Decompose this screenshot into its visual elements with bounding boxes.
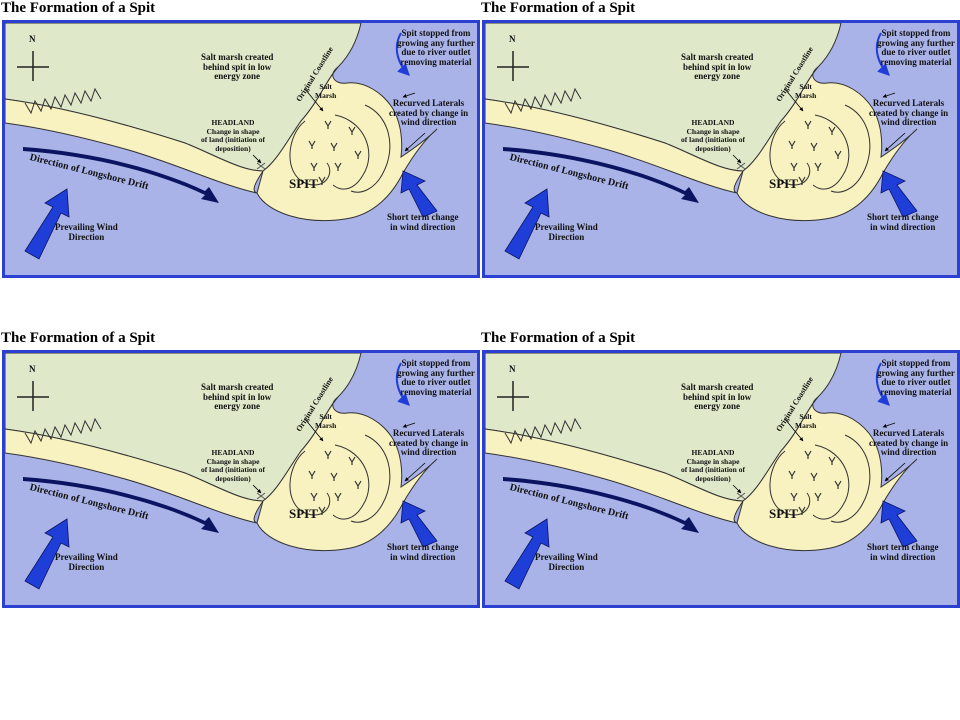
spit-diagram: N Salt marsh created behind spit in low … <box>482 350 960 608</box>
spit-body <box>736 66 918 222</box>
panel-title: The Formation of a Spit <box>1 0 156 16</box>
short-term-change-label: Short term change in wind direction <box>867 542 939 562</box>
marsh-plant-icon <box>308 450 362 515</box>
compass-icon <box>17 381 49 411</box>
prevailing-wind-label: Prevailing Wind Direction <box>535 552 598 572</box>
wind-arrow-icon <box>880 500 918 548</box>
spit-label: SPIT <box>289 176 318 191</box>
marsh-plant-icon <box>788 450 842 515</box>
spit-diagram-svg <box>5 23 477 275</box>
headland-marker <box>256 162 266 170</box>
recurved-laterals-label: Recurved Laterals created by change in w… <box>389 98 469 127</box>
short-term-change-label: Short term change in wind direction <box>387 542 459 562</box>
spit-panel: The Formation of a Spit <box>0 330 480 610</box>
river-arrow <box>395 362 410 406</box>
spit-stopped-label: Spit stopped from growing any further du… <box>877 358 955 397</box>
recurved-laterals-label: Recurved Laterals created by change in w… <box>389 428 469 457</box>
drift-arrow-icon <box>503 477 699 533</box>
north-label: N <box>29 364 36 374</box>
compass-icon <box>497 381 529 411</box>
headland-label: HEADLAND Change in shape of land (initia… <box>681 448 745 483</box>
recurved-laterals-label: Recurved Laterals created by change in w… <box>869 428 949 457</box>
headland-label: HEADLAND Change in shape of land (initia… <box>201 448 265 483</box>
spit-label: SPIT <box>769 506 798 521</box>
salt-marsh-created-label: Salt marsh created behind spit in low en… <box>201 52 274 81</box>
spit-diagram: N Salt marsh created behind spit in low … <box>2 350 480 608</box>
salt-marsh-created-label: Salt marsh created behind spit in low en… <box>681 382 754 411</box>
compass-icon <box>17 51 49 81</box>
spit-body <box>256 396 438 552</box>
drift-arrow-icon <box>23 477 219 533</box>
prevailing-wind-label: Prevailing Wind Direction <box>55 222 118 242</box>
wind-arrow-icon <box>400 500 438 548</box>
spit-body <box>256 66 438 222</box>
drift-zigzag <box>504 417 582 445</box>
panel-title: The Formation of a Spit <box>481 330 636 346</box>
drift-zigzag <box>24 87 102 115</box>
spit-panel: The Formation of a Spit <box>0 0 480 280</box>
headland-marker <box>256 492 266 500</box>
north-label: N <box>509 34 516 44</box>
spit-stopped-label: Spit stopped from growing any further du… <box>397 358 475 397</box>
marsh-plant-icon <box>308 120 362 185</box>
spit-diagram-svg <box>5 353 477 605</box>
drift-zigzag <box>24 417 102 445</box>
headland-marker <box>736 162 746 170</box>
salt-marsh-label: Salt Marsh <box>315 412 337 430</box>
beach <box>485 98 744 194</box>
spit-diagram: N Salt marsh created behind spit in low … <box>482 20 960 278</box>
short-term-change-label: Short term change in wind direction <box>867 212 939 232</box>
spit-label: SPIT <box>769 176 798 191</box>
recurved-laterals-label: Recurved Laterals created by change in w… <box>869 98 949 127</box>
spit-panel: The Formation of a Spit <box>480 330 960 610</box>
spit-diagram-svg <box>485 353 957 605</box>
salt-marsh-label: Salt Marsh <box>795 412 817 430</box>
salt-marsh-created-label: Salt marsh created behind spit in low en… <box>681 52 754 81</box>
beach <box>5 428 264 524</box>
salt-marsh-label: Salt Marsh <box>795 82 817 100</box>
drift-arrow-icon <box>23 147 219 203</box>
compass-icon <box>497 51 529 81</box>
headland-label: HEADLAND Change in shape of land (initia… <box>681 118 745 153</box>
headland-marker <box>736 492 746 500</box>
marsh-plant-icon <box>788 120 842 185</box>
beach <box>5 98 264 194</box>
spit-label: SPIT <box>289 506 318 521</box>
wind-arrow-icon <box>504 518 550 590</box>
north-label: N <box>29 34 36 44</box>
spit-diagram-svg <box>485 23 957 275</box>
panel-title: The Formation of a Spit <box>1 330 156 346</box>
spit-stopped-label: Spit stopped from growing any further du… <box>397 28 475 67</box>
panel-title: The Formation of a Spit <box>481 0 636 16</box>
river-arrow <box>875 362 890 406</box>
salt-marsh-created-label: Salt marsh created behind spit in low en… <box>201 382 274 411</box>
wind-arrow-icon <box>24 518 70 590</box>
river-arrow <box>395 32 410 76</box>
prevailing-wind-label: Prevailing Wind Direction <box>535 222 598 242</box>
spit-panel: The Formation of a Spit <box>480 0 960 280</box>
spit-stopped-label: Spit stopped from growing any further du… <box>877 28 955 67</box>
spit-body <box>736 396 918 552</box>
wind-arrow-icon <box>880 170 918 218</box>
wind-arrow-icon <box>504 188 550 260</box>
drift-zigzag <box>504 87 582 115</box>
drift-arrow-icon <box>503 147 699 203</box>
prevailing-wind-label: Prevailing Wind Direction <box>55 552 118 572</box>
beach <box>485 428 744 524</box>
headland-label: HEADLAND Change in shape of land (initia… <box>201 118 265 153</box>
salt-marsh-label: Salt Marsh <box>315 82 337 100</box>
wind-arrow-icon <box>400 170 438 218</box>
wind-arrow-icon <box>24 188 70 260</box>
short-term-change-label: Short term change in wind direction <box>387 212 459 232</box>
north-label: N <box>509 364 516 374</box>
river-arrow <box>875 32 890 76</box>
spit-diagram: N Salt marsh created behind spit in low … <box>2 20 480 278</box>
